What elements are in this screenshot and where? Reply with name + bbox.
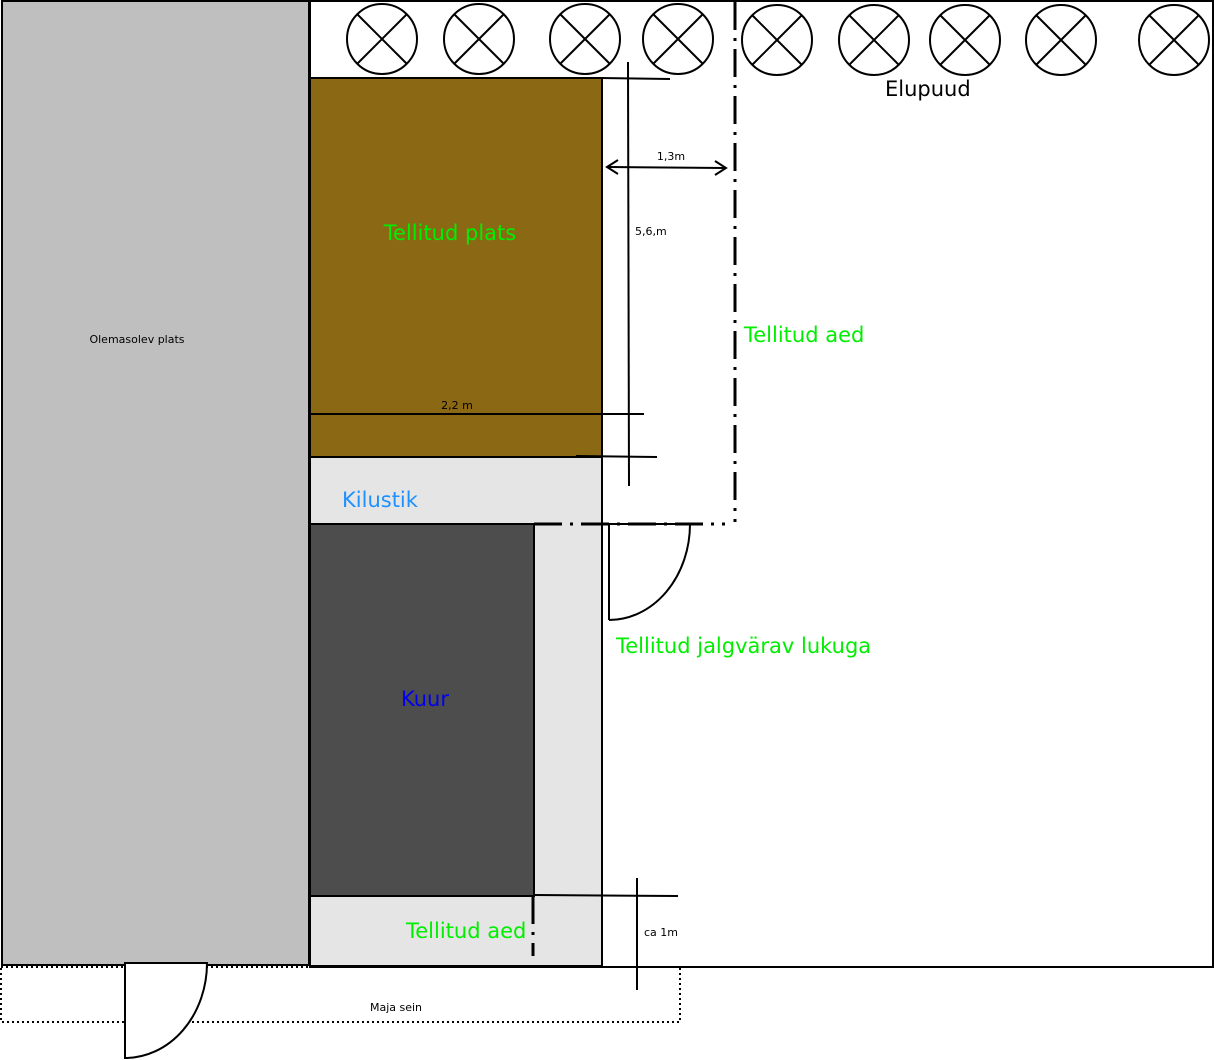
house-wall: [0, 966, 681, 1023]
trees-label: Elupuud: [885, 77, 971, 101]
gate-icon: [608, 523, 691, 621]
shed: [309, 523, 535, 897]
door-icon: [124, 962, 209, 1060]
tree-icon: [1025, 4, 1097, 76]
existing-area: [1, 0, 310, 966]
dim-width-to-fence: 1,3m: [657, 150, 685, 163]
dimension-lines: [310, 61, 728, 990]
tree-icon: [929, 4, 1001, 76]
dim-length: 5,6,m: [635, 225, 667, 238]
tree-icon: [838, 4, 910, 76]
trees-row: [346, 3, 1210, 76]
gate-label: Tellitud jalgvärav lukuga: [615, 634, 871, 658]
fence-bottom-label: Tellitud aed: [405, 919, 526, 943]
tree-icon: [741, 4, 813, 76]
tree-icon: [642, 3, 714, 75]
fence-right-label: Tellitud aed: [743, 323, 864, 347]
tree-icon: [443, 3, 515, 75]
existing-area-label: Olemasolev plats: [89, 333, 184, 346]
dim-gap: ca 1m: [644, 926, 678, 939]
ordered-area-label: Tellitud plats: [383, 221, 516, 245]
gravel-label: Kilustik: [342, 488, 419, 512]
tree-icon: [549, 3, 621, 75]
ordered-area: [309, 77, 603, 458]
house-wall-label: Maja sein: [370, 1001, 422, 1014]
shed-label: Kuur: [401, 687, 449, 711]
tree-icon: [1138, 4, 1210, 76]
tree-icon: [346, 3, 418, 75]
dim-width-area: 2,2 m: [441, 399, 473, 412]
